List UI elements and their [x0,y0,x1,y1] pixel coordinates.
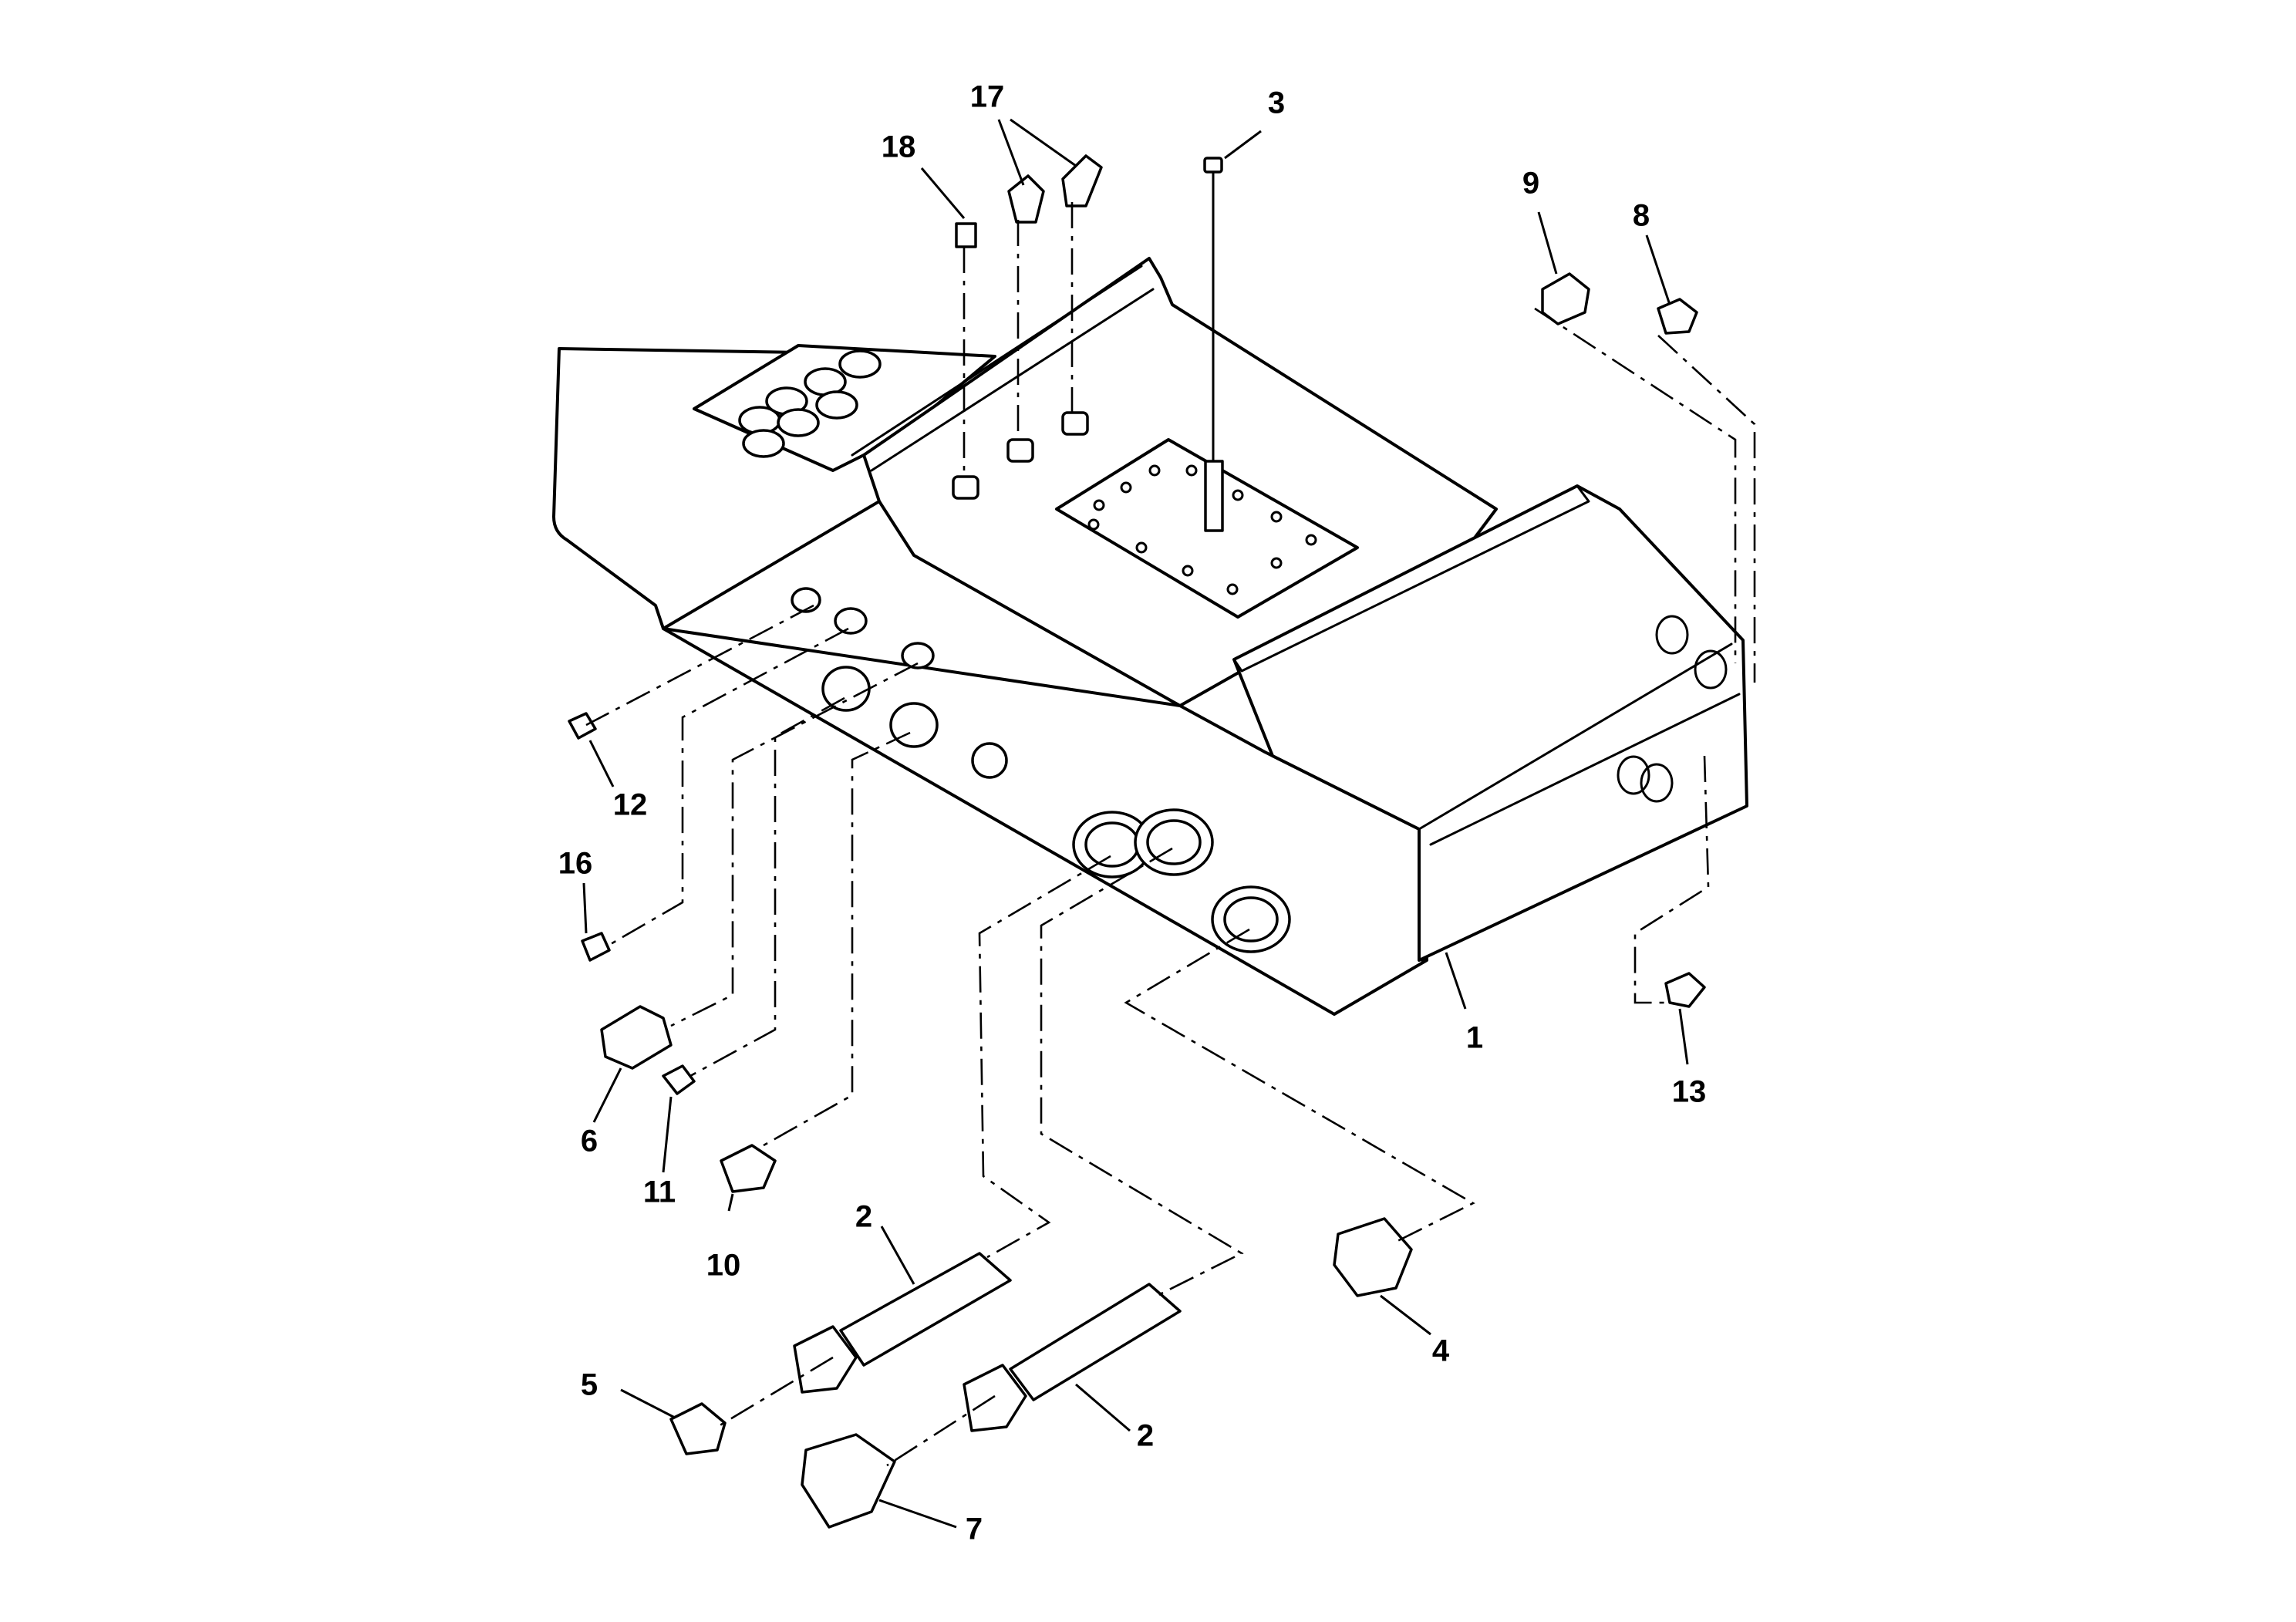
loose-parts [568,154,1706,1529]
callout-2-lower: 2 [1137,1419,1154,1453]
callout-labels: 1 2 2 3 4 5 6 7 8 9 10 11 12 13 16 17 18 [558,80,1707,1546]
callout-6: 6 [581,1125,598,1158]
callout-11: 11 [643,1175,676,1209]
callout-8: 8 [1633,199,1650,233]
callout-5: 5 [581,1368,598,1402]
callout-18: 18 [882,130,916,164]
callout-13: 13 [1672,1075,1707,1109]
callout-17: 17 [970,80,1005,114]
callout-16: 16 [558,847,593,881]
callout-9: 9 [1522,167,1539,201]
callout-7: 7 [966,1512,983,1546]
assembly-lines [585,202,1756,1467]
callout-3: 3 [1268,86,1285,120]
leader-lines [582,118,1689,1529]
callout-2-upper: 2 [855,1200,872,1234]
callout-1: 1 [1466,1021,1483,1055]
callout-12: 12 [613,788,648,822]
callout-10: 10 [706,1249,741,1283]
callout-4: 4 [1432,1334,1450,1368]
